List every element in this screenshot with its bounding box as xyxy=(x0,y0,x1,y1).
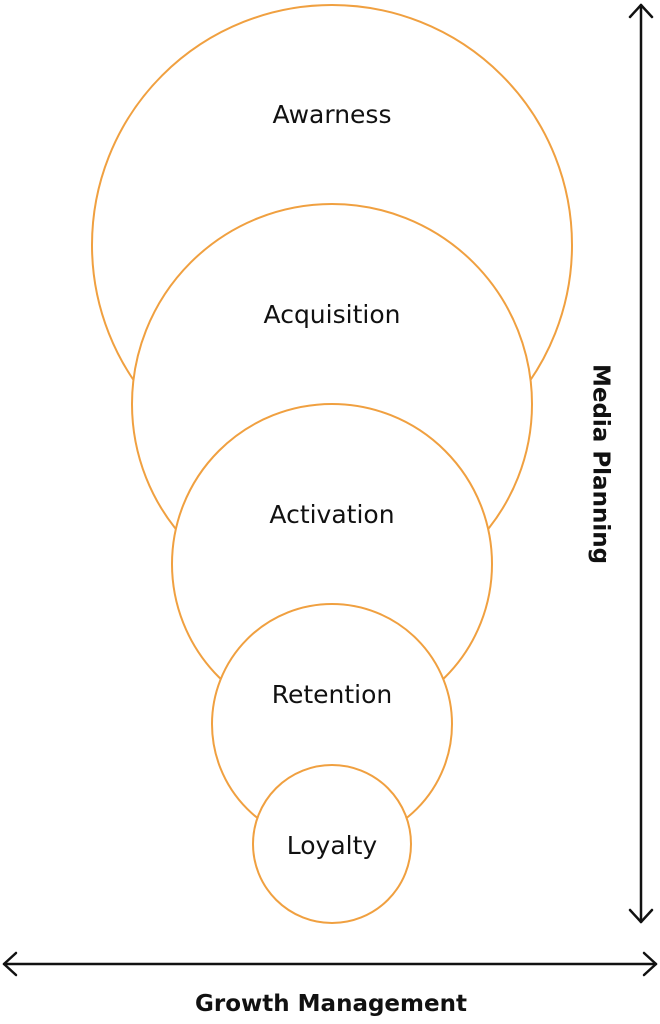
stage-label-awareness: Awarness xyxy=(273,100,392,129)
horizontal-axis-arrow xyxy=(2,951,658,977)
vertical-axis-label: Media Planning xyxy=(588,364,614,564)
circles-layer xyxy=(91,4,573,924)
stage-circle-loyalty xyxy=(252,764,412,924)
vertical-axis-arrow xyxy=(628,3,654,924)
stage-labels: Awarness Acquisition Activation Retentio… xyxy=(264,100,401,860)
stage-label-acquisition: Acquisition xyxy=(264,300,401,329)
stage-label-retention: Retention xyxy=(272,680,393,709)
stage-label-loyalty: Loyalty xyxy=(287,831,378,860)
horizontal-axis-label: Growth Management xyxy=(195,991,467,1017)
stage-label-activation: Activation xyxy=(269,500,394,529)
